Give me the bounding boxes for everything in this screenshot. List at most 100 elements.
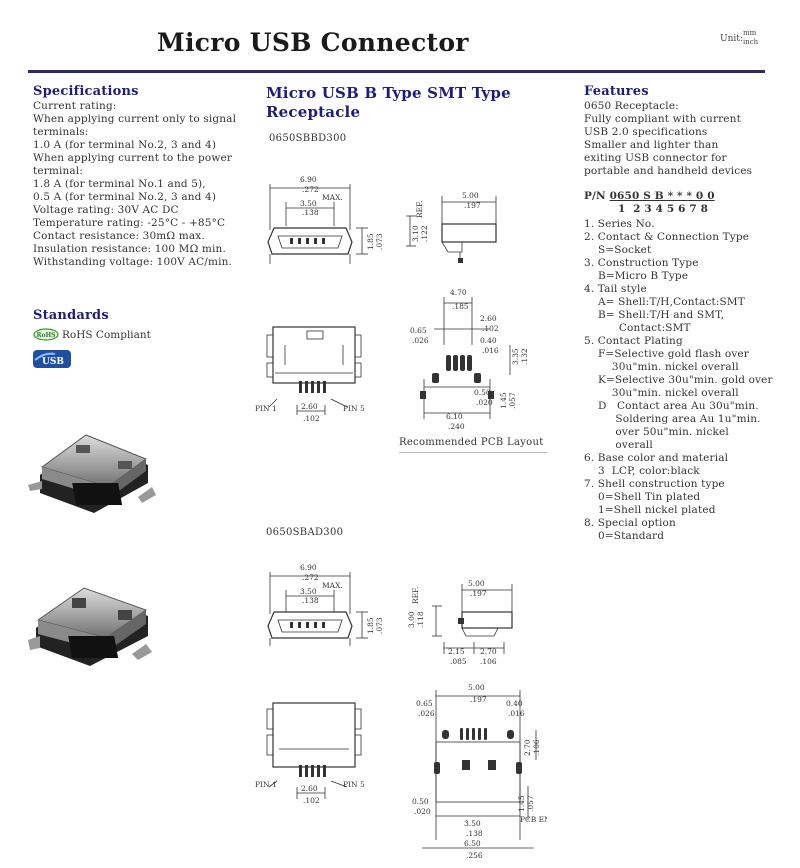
pcb-layout-drawing-2: 5.00 .197 0.65 .026 0.40 .016 2.70 .106 … (412, 683, 547, 860)
front-view-drawing-2: 6.90 .272 3.50 .138 MAX. 1.85 .073 (267, 563, 384, 646)
option-line: 2. Contact & Connection Type (584, 231, 750, 243)
svg-text:.197: .197 (464, 201, 481, 210)
spec-line: Current rating: (33, 100, 117, 112)
svg-text:REF.: REF. (415, 200, 424, 218)
pcb-layout-drawing-1: 4.70 .185 2.60 .102 0.65 .026 0.40 .016 … (410, 288, 529, 431)
front-view-drawing-1: 6.90 .272 3.50 .138 MAX. 1.85 .073 (267, 175, 384, 264)
svg-text:.102: .102 (303, 796, 320, 805)
option-line: 0=Shell Tin plated (584, 491, 701, 503)
option-line: 8. Special option (584, 517, 676, 529)
unit-label: Unit: (720, 34, 743, 44)
caption-underline (399, 452, 547, 453)
svg-text:2.60: 2.60 (480, 314, 497, 323)
connector-render-top (28, 434, 156, 513)
side-view-drawing-1: 5.00 .197 3.10 .122 REF. (406, 191, 497, 263)
svg-text:.102: .102 (303, 414, 320, 423)
spec-line: Insulation resistance: 100 MΩ min. (33, 243, 226, 255)
svg-text:.020: .020 (476, 398, 493, 407)
svg-text:.118: .118 (416, 611, 425, 628)
connector-render-bottom (28, 587, 152, 666)
svg-text:.240: .240 (448, 422, 465, 431)
svg-text:REF.: REF. (411, 586, 420, 604)
svg-text:5.00: 5.00 (462, 191, 479, 200)
feature-line: Smaller and lighter than (584, 139, 719, 151)
specifications-heading: Specifications (33, 84, 139, 99)
option-line: 3 LCP, color:black (584, 465, 700, 477)
svg-text:2.70: 2.70 (480, 647, 497, 656)
svg-text:0.65: 0.65 (416, 699, 433, 708)
header-divider (28, 70, 765, 73)
product-heading: Micro USB B Type SMT Type Receptacle (266, 84, 511, 121)
option-line: 3. Construction Type (584, 257, 699, 269)
svg-text:2.15: 2.15 (448, 647, 465, 656)
svg-text:3.50: 3.50 (464, 819, 481, 828)
option-line: 4. Tail style (584, 283, 647, 295)
svg-text:PIN 1: PIN 1 (255, 404, 277, 413)
svg-text:.073: .073 (375, 233, 384, 250)
spec-line: terminals: (33, 126, 89, 138)
svg-text:MAX.: MAX. (322, 193, 343, 202)
option-line: Contact:SMT (584, 322, 691, 334)
option-line: 6. Base color and material (584, 452, 729, 464)
specifications-list: Current rating: When applying current on… (33, 100, 253, 269)
spec-line: When applying current only to signal (33, 113, 237, 125)
svg-text:5.00: 5.00 (468, 683, 485, 692)
svg-text:.106: .106 (532, 739, 541, 756)
svg-text:.138: .138 (466, 829, 483, 838)
feature-line: 0650 Receptacle: (584, 100, 679, 112)
svg-text:5.00: 5.00 (468, 579, 485, 588)
svg-text:USB: USB (42, 357, 64, 367)
svg-text:0.40: 0.40 (480, 336, 497, 345)
feature-line: exiting USB connector for (584, 152, 727, 164)
option-line: 30u"min. nickel overall (584, 387, 739, 399)
svg-text:.122: .122 (420, 225, 429, 242)
svg-text:.138: .138 (302, 208, 319, 217)
usb-logo-icon: USB (33, 350, 71, 368)
svg-text:3.10: 3.10 (411, 225, 420, 242)
option-line: Soldering area Au 1u"min. (584, 413, 761, 425)
svg-text:2.70: 2.70 (523, 739, 532, 756)
svg-text:1.45: 1.45 (517, 795, 526, 812)
page-title: Micro USB Connector (157, 28, 469, 57)
svg-text:.132: .132 (520, 348, 529, 365)
standards-heading: Standards (33, 308, 109, 323)
svg-text:4.70: 4.70 (450, 288, 467, 297)
part-number-2: 0650SBAD300 (266, 527, 344, 538)
svg-text:0.50: 0.50 (474, 388, 491, 397)
part-number-digits: 1 2 3 4 5 6 7 8 (618, 203, 709, 215)
svg-text:6.10: 6.10 (446, 412, 463, 421)
svg-text:PIN 1: PIN 1 (255, 780, 277, 789)
option-line: D Contact area Au 30u"min. (584, 400, 759, 412)
option-line: S=Socket (584, 244, 652, 256)
svg-text:0.50: 0.50 (412, 797, 429, 806)
spec-line: terminal: (33, 165, 84, 177)
svg-text:6.50: 6.50 (464, 839, 481, 848)
feature-line: USB 2.0 specifications (584, 126, 708, 138)
feature-line: portable and handheld devices (584, 165, 753, 177)
svg-text:.057: .057 (526, 795, 535, 812)
top-view-drawing-2: PIN 1 PIN 5 2.60 .102 (255, 702, 365, 805)
spec-line: 1.0 A (for terminal No.2, 3 and 4) (33, 139, 217, 151)
option-line: 7. Shell construction type (584, 478, 725, 490)
rohs-row: RoHS RoHS Compliant (33, 328, 151, 341)
spec-line: Voltage rating: 30V AC DC (33, 204, 179, 216)
option-line: 0=Standard (584, 530, 665, 542)
option-line: 5. Contact Plating (584, 335, 683, 347)
option-line: B=Micro B Type (584, 270, 689, 282)
spec-line: Withstanding voltage: 100V AC/min. (33, 256, 233, 268)
svg-text:3.50: 3.50 (300, 587, 317, 596)
svg-text:.073: .073 (375, 617, 384, 634)
svg-text:.197: .197 (470, 695, 487, 704)
svg-text:6.90: 6.90 (300, 563, 317, 572)
top-view-drawing-1: PIN 1 PIN 5 2.60 .102 (255, 326, 365, 423)
svg-text:.256: .256 (466, 851, 483, 860)
svg-text:1.45: 1.45 (499, 392, 508, 409)
option-line: overall (584, 439, 653, 451)
features-heading: Features (584, 84, 649, 99)
svg-text:PIN 5: PIN 5 (343, 404, 365, 413)
svg-text:.102: .102 (482, 324, 499, 333)
option-line: 1. Series No. (584, 218, 655, 230)
svg-text:.272: .272 (302, 573, 319, 582)
svg-text:2.60: 2.60 (301, 402, 318, 411)
feature-line: Fully compliant with current (584, 113, 741, 125)
